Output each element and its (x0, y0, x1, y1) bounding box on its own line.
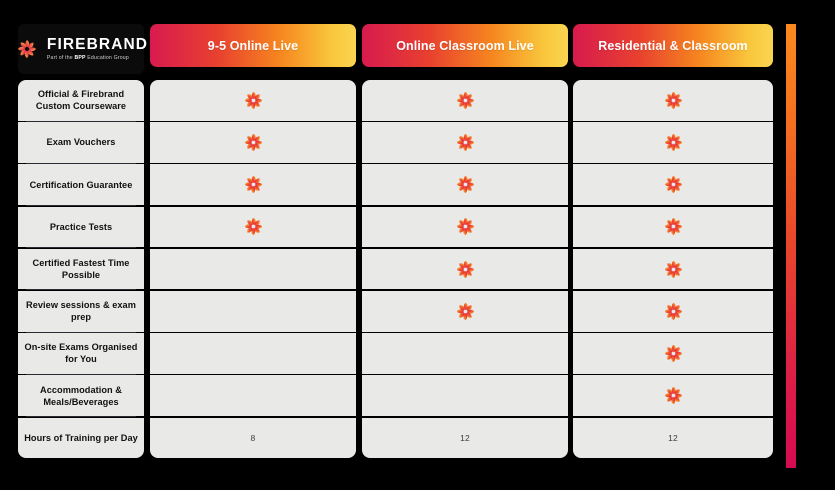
table-cell: 12 (573, 417, 773, 459)
table-cell (150, 375, 356, 416)
table-cell (150, 164, 356, 205)
table-cell (150, 80, 356, 121)
row-separator (26, 416, 136, 417)
row-separator (26, 205, 136, 206)
included-check-icon (661, 299, 686, 324)
included-check-icon (241, 88, 266, 113)
firebrand-swirl-icon (14, 36, 40, 62)
included-check-icon (453, 88, 478, 113)
row-label-text: Review sessions & exam prep (26, 300, 136, 323)
table-cell (362, 291, 568, 332)
cell-value: 12 (668, 432, 678, 443)
included-check-icon (241, 172, 266, 197)
row-label: Certification Guarantee (18, 164, 144, 205)
table-cell (362, 375, 568, 416)
row-separator (26, 289, 136, 291)
row-label-text: Exam Vouchers (46, 137, 116, 148)
table-cell (150, 122, 356, 163)
table-cell (362, 206, 568, 248)
row-label: Accommodation & Meals/Beverages (18, 375, 144, 416)
row-label-text: Certified Fastest Time Possible (32, 257, 130, 281)
table-cell (150, 333, 356, 374)
row-label-text: Practice Tests (49, 221, 113, 232)
row-separator (26, 120, 136, 122)
included-check-icon (453, 214, 478, 239)
row-label: Official & Firebrand Custom Courseware (18, 80, 144, 121)
table-cell (150, 291, 356, 332)
tagline-bpp: BPP (74, 55, 86, 62)
table-cell (573, 333, 773, 374)
column-header-1[interactable]: 9-5 Online Live (150, 24, 356, 67)
row-label: Exam Vouchers (18, 122, 144, 163)
tagline-after: Education Group (85, 55, 129, 62)
included-check-icon (453, 299, 478, 324)
table-cell (362, 248, 568, 290)
included-check-icon (661, 341, 686, 366)
scrollbar-thumb[interactable] (786, 24, 796, 468)
column-header-label: Residential & Classroom (598, 38, 748, 53)
table-cell (573, 206, 773, 248)
table-cell (362, 80, 568, 121)
included-check-icon (241, 130, 266, 155)
row-label-text: Official & Firebrand Custom Courseware (35, 89, 127, 112)
table-cell (573, 375, 773, 416)
included-check-icon (241, 214, 266, 239)
brand-wordmark: FIREBRAND Part of the BPP Education Grou… (46, 35, 149, 61)
row-label-text: Hours of Training per Day (24, 432, 138, 443)
cell-value: 8 (250, 432, 256, 443)
included-check-icon (661, 130, 686, 155)
table-cell (362, 333, 568, 374)
table-cell: 12 (362, 417, 568, 459)
row-label-text: Accommodation & Meals/Beverages (40, 384, 122, 407)
table-cell (150, 248, 356, 290)
table-cell: 8 (150, 417, 356, 459)
table-cell (573, 291, 773, 332)
included-check-icon (661, 88, 686, 113)
row-label-text: On-site Exams Organised for You (24, 342, 138, 365)
row-separator (26, 373, 136, 375)
row-separator (26, 162, 136, 164)
cell-value: 12 (460, 432, 470, 443)
brand-name: FIREBRAND (46, 35, 149, 53)
table-cell (573, 80, 773, 121)
table-cell (573, 122, 773, 163)
included-check-icon (661, 383, 686, 408)
row-separator (26, 247, 136, 249)
included-check-icon (661, 172, 686, 197)
included-check-icon (661, 257, 686, 282)
included-check-icon (453, 130, 478, 155)
column-header-label: 9-5 Online Live (207, 38, 299, 53)
column-header-label: Online Classroom Live (396, 38, 534, 53)
included-check-icon (661, 214, 686, 239)
brand-tagline: Part of the BPP Education Group (47, 55, 148, 61)
row-label: On-site Exams Organised for You (18, 333, 144, 374)
row-label: Certified Fastest Time Possible (18, 248, 144, 290)
included-check-icon (453, 257, 478, 282)
included-check-icon (453, 172, 478, 197)
row-label-text: Certification Guarantee (29, 179, 133, 190)
table-cell (573, 248, 773, 290)
column-header-3[interactable]: Residential & Classroom (573, 24, 773, 67)
row-separator (26, 331, 136, 333)
table-cell (150, 206, 356, 248)
row-label: Practice Tests (18, 206, 144, 248)
row-label: Hours of Training per Day (18, 417, 144, 459)
column-header-2[interactable]: Online Classroom Live (362, 24, 568, 67)
table-cell (573, 164, 773, 205)
table-cell (362, 122, 568, 163)
table-cell (362, 164, 568, 205)
tagline-before: Part of the (46, 55, 75, 62)
firebrand-logo: FIREBRAND Part of the BPP Education Grou… (17, 24, 147, 74)
row-label: Review sessions & exam prep (18, 291, 144, 332)
